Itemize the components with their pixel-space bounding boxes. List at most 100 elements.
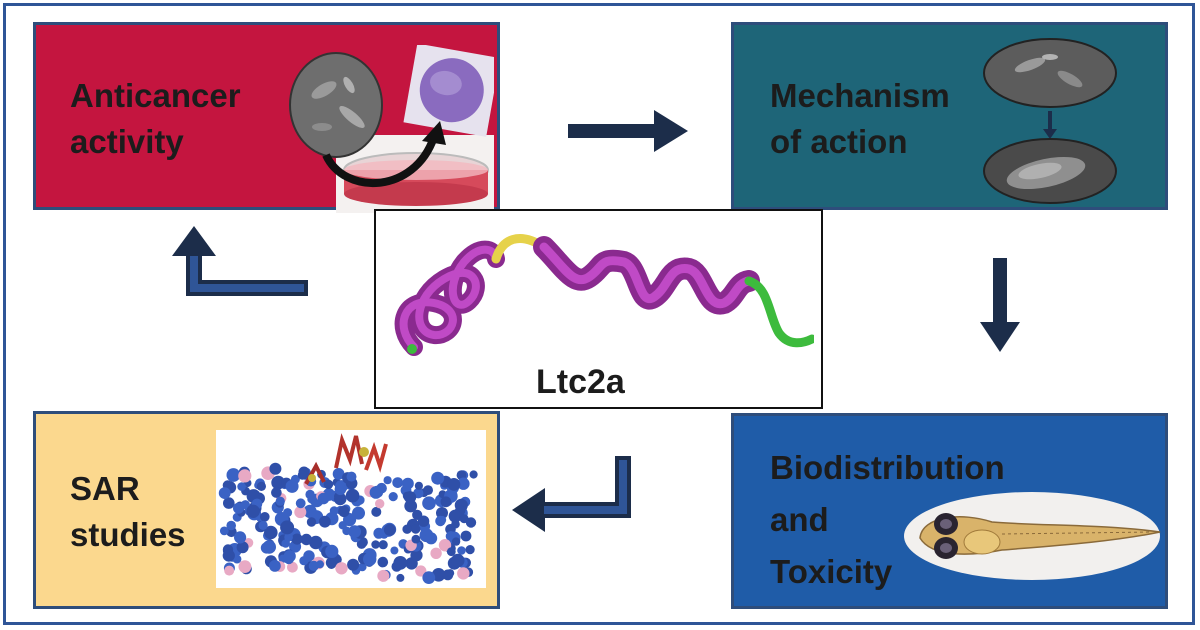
stained-plate-icon — [403, 45, 494, 137]
membrane-lipid-sphere — [347, 558, 360, 571]
membrane-lipid-sphere — [414, 481, 423, 490]
membrane-lipid-sphere — [258, 520, 268, 530]
membrane-lipid-sphere — [280, 520, 295, 535]
membrane-lipid-sphere — [238, 469, 252, 483]
membrane-lipid-sphere — [465, 517, 477, 528]
membrane-lipid-sphere — [262, 540, 276, 554]
membrane-lipid-sphere — [232, 554, 242, 564]
membrane-lipid-sphere — [388, 492, 398, 502]
membrane-lipid-sphere — [338, 505, 350, 517]
membrane-lipid-sphere — [299, 556, 309, 566]
membrane-lipid-sphere — [238, 560, 252, 573]
membrane-lipid-sphere — [415, 565, 427, 577]
membrane-lipid-sphere — [323, 479, 334, 490]
membrane-lipid-sphere — [291, 533, 303, 545]
membrane-lipid-sphere — [266, 528, 277, 538]
membrane-lipid-sphere — [256, 481, 266, 491]
membrane-lipid-sphere — [435, 515, 446, 527]
membrane-lipid-sphere — [371, 540, 380, 549]
down-arrow-icon — [980, 258, 1020, 352]
membrane-lipid-sphere — [446, 547, 456, 557]
membrane-lipid-sphere — [392, 477, 404, 488]
membrane-lipid-sphere — [281, 539, 290, 548]
membrane-lipid-sphere — [290, 474, 300, 484]
membrane-lipid-sphere — [218, 487, 231, 499]
membrane-lipid-sphere — [269, 462, 282, 475]
membrane-lipid-sphere — [404, 491, 417, 504]
membrane-lipid-sphere — [377, 556, 389, 568]
membrane-lipid-sphere — [442, 569, 454, 581]
membrane-lipid-sphere — [431, 471, 445, 485]
membrane-lipid-sphere — [352, 506, 365, 520]
membrane-lipid-sphere — [234, 531, 247, 544]
membrane-lipid-sphere — [469, 470, 478, 479]
ltc2a-peptide-box: Ltc2a — [374, 209, 823, 409]
membrane-lipid-sphere — [240, 500, 250, 510]
membrane-lipid-sphere — [451, 537, 461, 546]
membrane-lipid-sphere — [271, 487, 282, 498]
membrane-lipid-sphere — [457, 477, 470, 490]
membrane-lipid-sphere — [422, 496, 436, 510]
membrane-lipid-sphere — [371, 506, 382, 517]
membrane-lipid-sphere — [417, 515, 430, 527]
membrane-lipid-sphere — [287, 561, 298, 573]
membrane-lipid-sphere — [396, 573, 405, 582]
membrane-lipid-sphere — [338, 521, 347, 530]
membrane-lipid-sphere — [325, 544, 339, 558]
mechanism-of-action-label: Mechanism of action — [770, 77, 950, 160]
membrane-lipid-sphere — [423, 485, 433, 495]
membrane-lipid-sphere — [316, 560, 324, 569]
membrane-lipid-sphere — [440, 496, 452, 508]
membrane-lipid-sphere — [317, 492, 330, 505]
sar-studies-box: SAR studies — [33, 411, 500, 609]
membrane-lipid-sphere — [465, 545, 475, 555]
microscopy-cells-icon — [289, 52, 383, 158]
membrane-lipid-sphere — [363, 552, 377, 566]
membrane-lipid-sphere — [378, 540, 388, 550]
membrane-lipid-sphere — [224, 565, 235, 576]
membrane-lipid-sphere — [358, 562, 367, 572]
membrane-lipid-sphere — [226, 468, 241, 482]
membrane-lipid-sphere — [271, 475, 286, 490]
membrane-lipid-sphere — [460, 530, 472, 542]
membrane-lipid-sphere — [348, 525, 361, 538]
membrane-lipid-sphere — [451, 519, 460, 529]
membrane-lipid-sphere — [402, 524, 412, 534]
membrane-lipid-sphere — [303, 504, 317, 519]
membrane-lipid-sphere — [307, 494, 317, 504]
elbow-left-arrow-icon — [512, 456, 631, 532]
anticancer-assay-illustration — [289, 45, 494, 213]
membrane-lipid-sphere — [297, 470, 307, 480]
membrane-lipid-sphere — [319, 515, 331, 528]
membrane-lipid-sphere — [219, 526, 229, 536]
membrane-lipid-sphere — [448, 509, 462, 523]
membrane-lipid-sphere — [411, 534, 421, 544]
membrane-lipid-sphere — [411, 524, 421, 534]
membrane-lipid-sphere — [404, 499, 418, 513]
membrane-lipid-sphere — [275, 496, 285, 506]
membrane-lipid-sphere — [294, 506, 307, 519]
membrane-lipid-sphere — [447, 478, 461, 491]
anticancer-activity-label: Anticancer activity — [70, 77, 241, 160]
membrane-lipid-sphere — [269, 560, 281, 572]
elbow-up-arrow-icon — [172, 226, 308, 296]
cell-micrograph-top-icon — [983, 38, 1117, 108]
membrane-lipid-sphere — [402, 477, 414, 490]
biodistribution-toxicity-box: Biodistribution and Toxicity — [731, 413, 1168, 609]
membrane-lipid-sphere — [283, 553, 294, 565]
membrane-model-icon — [216, 430, 486, 588]
membrane-lipid-sphere — [300, 533, 313, 546]
membrane-lipid-sphere — [451, 553, 465, 568]
membrane-lipid-sphere — [422, 571, 436, 584]
mechanism-of-action-box: Mechanism of action — [731, 22, 1168, 210]
membrane-lipid-sphere — [260, 512, 270, 522]
membrane-lipid-sphere — [431, 568, 446, 582]
membrane-lipid-sphere — [246, 504, 260, 518]
membrane-lipid-sphere — [306, 517, 317, 527]
peptide-helix-icon — [394, 234, 814, 356]
membrane-lipid-sphere — [332, 468, 345, 480]
sar-studies-label: SAR studies — [70, 470, 186, 553]
membrane-lipid-sphere — [383, 476, 392, 485]
membrane-lipid-sphere — [223, 497, 235, 509]
